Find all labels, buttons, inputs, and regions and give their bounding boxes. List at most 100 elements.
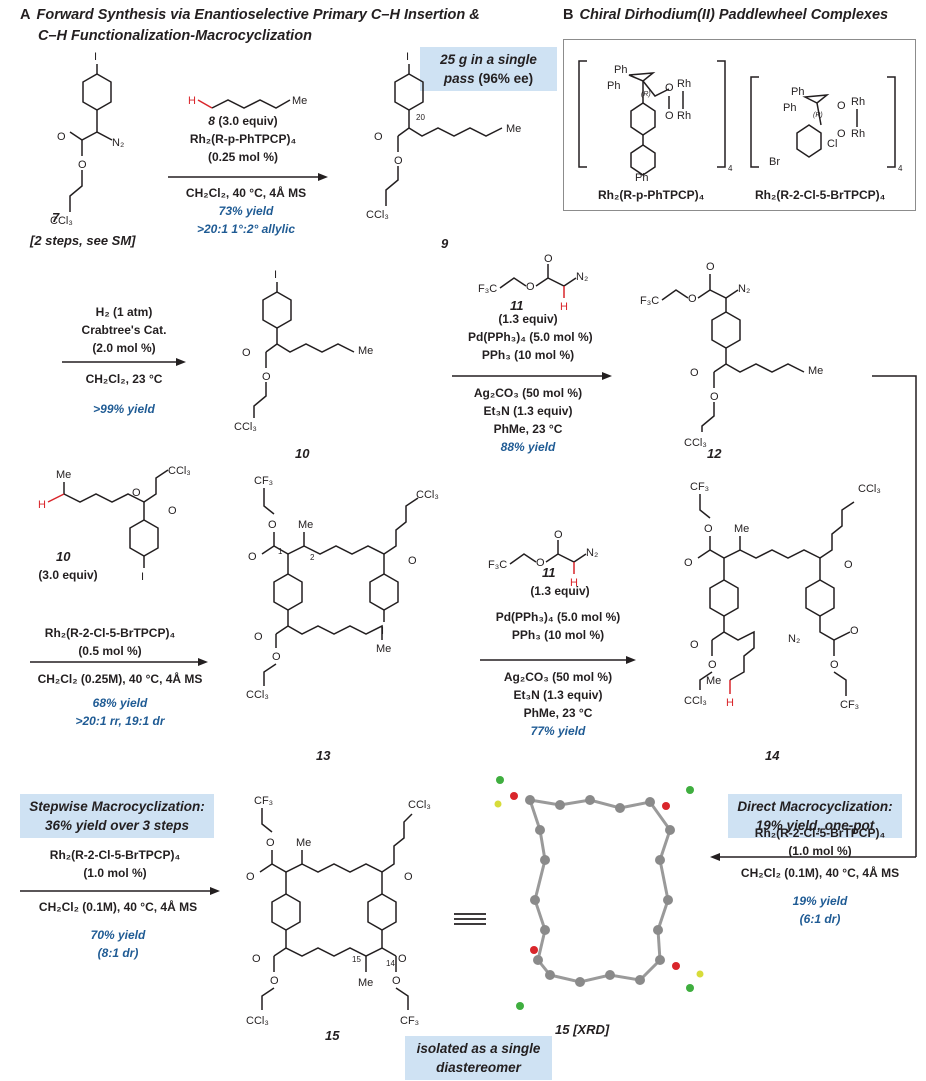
- svg-text:4: 4: [898, 164, 903, 173]
- step5-r1: Pd(PPh₃)₄ (5.0 mol %): [495, 610, 621, 624]
- direct-callout: Direct Macrocyclization: 19% yield, one-…: [728, 794, 902, 838]
- svg-text:O: O: [374, 131, 383, 143]
- svg-text:Rh: Rh: [851, 128, 865, 140]
- compound-12-label: 12: [707, 446, 722, 461]
- svg-text:O: O: [690, 367, 699, 379]
- step4-equiv: (3.0 equiv): [38, 568, 98, 582]
- compound-12-structure: F₃C O O N₂ Me O O CCl₃: [640, 261, 823, 449]
- stepwise-loading: (1.0 mol %): [83, 866, 147, 880]
- compound-13-label: 13: [316, 748, 331, 763]
- stepwise-arrow: [20, 887, 220, 895]
- step3-yield: 88% yield: [500, 440, 556, 454]
- svg-text:N₂: N₂: [112, 137, 124, 149]
- step2-r1: H₂ (1 atm): [95, 305, 153, 319]
- svg-text:O: O: [710, 391, 719, 403]
- stepwise-callout: Stepwise Macrocyclization: 36% yield ove…: [20, 794, 214, 838]
- svg-text:O: O: [837, 100, 846, 112]
- svg-text:O: O: [526, 281, 535, 293]
- step1-selectivity: >20:1 1°:2° allylic: [197, 222, 295, 236]
- svg-text:Rh: Rh: [677, 110, 691, 122]
- svg-text:Me: Me: [296, 837, 311, 849]
- svg-text:O: O: [242, 347, 251, 359]
- svg-text:F₃C: F₃C: [478, 283, 497, 295]
- compound-10-label: 10: [295, 446, 310, 461]
- svg-text:14: 14: [386, 959, 395, 968]
- stepwise-yield: 70% yield: [90, 928, 146, 942]
- svg-text:O: O: [844, 559, 853, 571]
- catalyst-1-name: Rh₂(R-p-PhTPCP)₄: [598, 188, 705, 202]
- svg-text:O: O: [690, 639, 699, 651]
- stepwise-catalyst: Rh₂(R-2-Cl-5-BrTPCP)₄: [49, 848, 181, 862]
- svg-text:15: 15: [352, 955, 361, 964]
- svg-text:4: 4: [728, 164, 733, 173]
- step1-arrow: [168, 173, 328, 181]
- stepwise-conditions: CH₂Cl₂ (0.1M), 40 °C, 4Å MS: [38, 900, 198, 914]
- svg-text:O: O: [270, 975, 279, 987]
- compound-7-label: 7: [52, 210, 60, 225]
- svg-text:Ph: Ph: [607, 80, 620, 92]
- step5-r5: PhMe, 23 °C: [523, 706, 593, 720]
- step1-reagent-equiv: (3.0 equiv): [218, 114, 278, 128]
- reagent-10-label: 10: [56, 549, 71, 564]
- svg-text:CF₃: CF₃: [840, 699, 859, 711]
- svg-text:O: O: [536, 557, 545, 569]
- svg-text:O: O: [246, 871, 255, 883]
- svg-text:Me: Me: [298, 519, 313, 531]
- svg-text:O: O: [665, 110, 674, 122]
- step1-conditions: CH₂Cl₂, 40 °C, 4Å MS: [185, 186, 307, 200]
- svg-text:O: O: [262, 371, 271, 383]
- step3-equiv: (1.3 equiv): [498, 312, 558, 326]
- svg-text:O: O: [254, 631, 263, 643]
- svg-text:CF₃: CF₃: [400, 1015, 419, 1027]
- svg-text:O: O: [544, 254, 553, 265]
- equivalence-symbol: [454, 913, 486, 925]
- svg-text:N₂: N₂: [586, 547, 598, 559]
- svg-text:20: 20: [416, 113, 425, 122]
- compound-7-structure: I N₂ O O CCl₃: [50, 51, 124, 227]
- svg-text:2: 2: [310, 553, 315, 562]
- step3-r1: Pd(PPh₃)₄ (5.0 mol %): [468, 330, 593, 344]
- step2-conditions: CH₂Cl₂, 23 °C: [85, 372, 163, 386]
- svg-text:CF₃: CF₃: [690, 481, 709, 493]
- compound-13-structure: CF₃ O O 1 Me 2 CCl₃ O I O Me O CCl₃: [246, 475, 439, 701]
- direct-arrow: [710, 853, 916, 861]
- reagent-11-structure: F₃C O O N₂ H: [478, 254, 588, 313]
- svg-text:1: 1: [278, 547, 283, 556]
- svg-text:(R): (R): [813, 112, 823, 119]
- svg-text:O: O: [554, 530, 563, 541]
- compound-9-structure: I Me 20 O O CCl₃: [366, 51, 521, 221]
- svg-text:I: I: [141, 571, 144, 583]
- svg-text:Me: Me: [706, 675, 721, 687]
- svg-text:O: O: [706, 261, 715, 273]
- svg-text:O: O: [272, 651, 281, 663]
- svg-text:O: O: [830, 659, 839, 671]
- svg-text:O: O: [266, 837, 275, 849]
- svg-text:O: O: [248, 551, 257, 563]
- svg-text:CCl₃: CCl₃: [416, 489, 439, 501]
- svg-text:Me: Me: [292, 95, 307, 107]
- svg-text:CCl₃: CCl₃: [246, 1015, 269, 1027]
- svg-text:N₂: N₂: [788, 633, 800, 645]
- svg-text:N₂: N₂: [738, 283, 750, 295]
- svg-text:H: H: [188, 95, 196, 107]
- panel-a-title-line2: C–H Functionalization-Macrocyclization: [38, 28, 312, 44]
- svg-text:O: O: [665, 82, 674, 94]
- compound-10-structure: I Me O O CCl₃: [234, 269, 373, 433]
- svg-text:Me: Me: [56, 469, 71, 481]
- reagent-11-label-a: 11: [510, 298, 524, 313]
- direct-dr: (6:1 dr): [799, 912, 841, 926]
- svg-text:O: O: [398, 953, 407, 965]
- step2-r3: (2.0 mol %): [92, 341, 156, 355]
- svg-text:Me: Me: [506, 123, 521, 135]
- svg-text:H: H: [726, 697, 734, 709]
- reagent-8-structure: H Me: [188, 95, 307, 109]
- svg-text:O: O: [394, 155, 403, 167]
- svg-text:Me: Me: [358, 977, 373, 989]
- compound-15-structure: CF₃ O O Me CCl₃ O 15 14 Me O O CCl₃ O O …: [246, 795, 431, 1027]
- compound-9-label: 9: [441, 236, 449, 251]
- step4-selectivity: >20:1 rr, 19:1 dr: [75, 714, 165, 728]
- step1-loading: (0.25 mol %): [207, 150, 279, 164]
- step2-yield: >99% yield: [93, 402, 155, 416]
- svg-text:CCl₃: CCl₃: [50, 215, 73, 227]
